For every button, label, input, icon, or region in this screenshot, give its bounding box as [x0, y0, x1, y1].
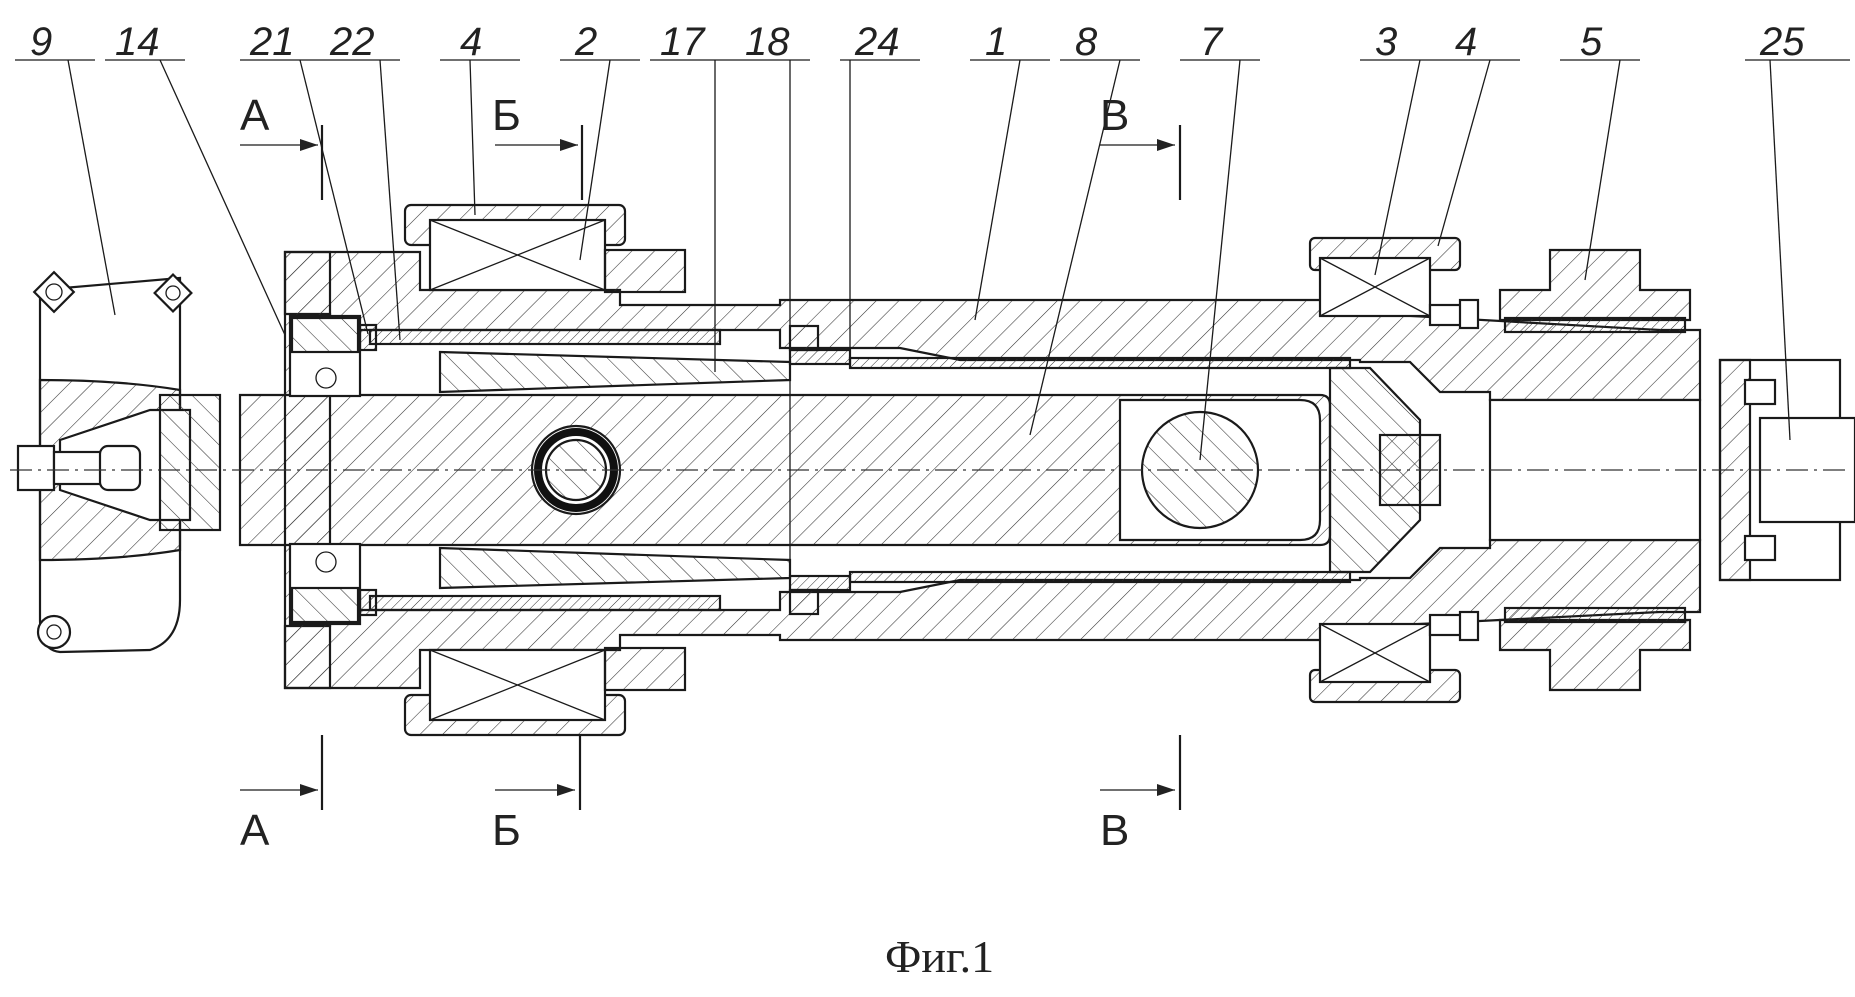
bolt-bottom-left: [36, 614, 72, 650]
section-markers: А Б В А Б В: [240, 91, 1182, 855]
section-a-top: А: [240, 91, 270, 140]
bolt-top-right: [153, 273, 193, 313]
collet-sleeves: [368, 324, 1352, 616]
label-24: 24: [854, 20, 900, 64]
label-22: 22: [329, 20, 375, 64]
label-3: 3: [1375, 20, 1397, 64]
label-7: 7: [1200, 20, 1224, 64]
label-17: 17: [660, 20, 706, 64]
section-v-top: В: [1100, 91, 1129, 140]
label-18: 18: [745, 20, 790, 64]
label-21: 21: [249, 20, 295, 64]
part-labels: 9 14 21 22 4 2 17 18 24 1 8 7 3 4 5 25: [30, 20, 1805, 64]
label-9: 9: [30, 20, 52, 64]
label-1: 1: [985, 20, 1007, 64]
part-5-gear: [1498, 248, 1692, 692]
label-25: 25: [1759, 20, 1805, 64]
label-8: 8: [1075, 20, 1098, 64]
section-a-bottom: А: [240, 806, 270, 855]
cone-nose: [1328, 366, 1442, 574]
label-2: 2: [574, 20, 597, 64]
part-3-bearing: [1308, 236, 1480, 704]
part-8-draw-bar: [238, 393, 1332, 547]
label-4a: 4: [460, 20, 482, 64]
label-4b: 4: [1455, 20, 1477, 64]
label-14: 14: [115, 20, 160, 64]
part-9-chuck: [16, 270, 222, 654]
bolt-top-left: [32, 270, 76, 314]
section-b-bottom: Б: [492, 806, 521, 855]
section-b-top: Б: [492, 91, 521, 140]
leader-lines: [15, 59, 1850, 560]
section-v-bottom: В: [1100, 806, 1129, 855]
figure-caption: Фиг.1: [885, 931, 994, 982]
label-5: 5: [1580, 20, 1603, 64]
part-1-spindle-housing: [283, 250, 1702, 690]
part-2-bearing: [403, 203, 687, 737]
